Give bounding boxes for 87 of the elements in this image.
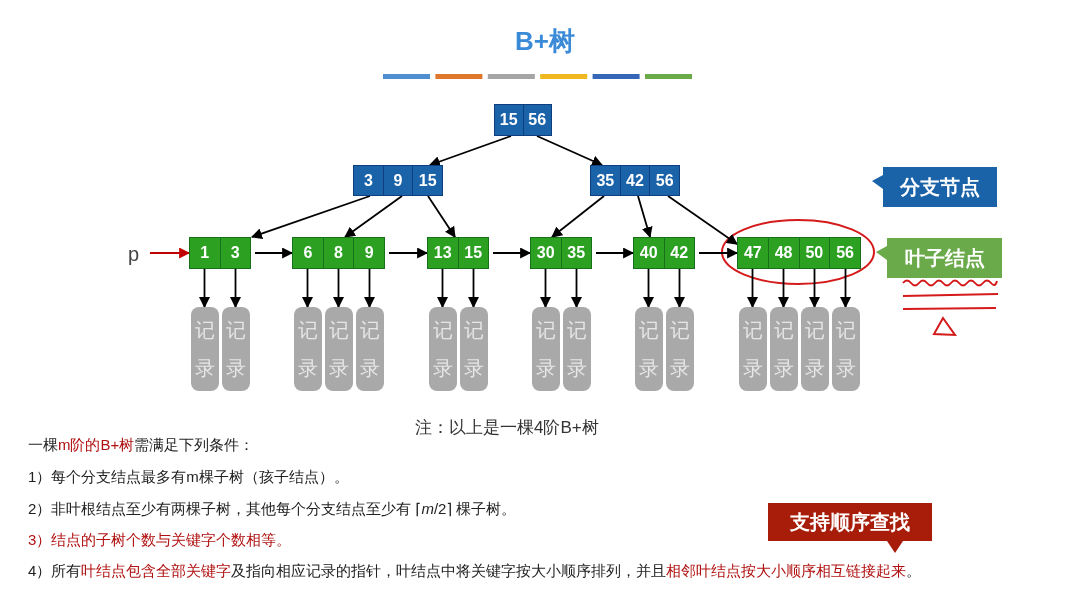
key-cell: 56 (649, 166, 679, 195)
arrow (643, 268, 654, 309)
key-cell: 15 (457, 238, 488, 268)
arrow (468, 268, 479, 309)
key-cell: 42 (619, 166, 650, 195)
key-cell-text: 6 (302, 243, 314, 263)
arrow (667, 195, 738, 245)
condition-heading: 一棵m阶的B+树需满足下列条件： (28, 436, 255, 455)
record-box: 记录 (459, 307, 488, 391)
tree-node (530, 237, 592, 269)
callout: 叶子结点 (874, 238, 1002, 278)
record-box: 记录 (531, 307, 560, 391)
arrow (388, 247, 429, 259)
key-cell: 56 (522, 105, 551, 135)
key-cell: 42 (663, 238, 694, 268)
arrow (428, 135, 512, 167)
tree-node (292, 237, 385, 269)
key-cell: 9 (382, 166, 413, 195)
record-box: 记录 (738, 307, 767, 391)
arrow (809, 268, 820, 309)
tree-node (189, 237, 251, 269)
arrow (427, 195, 456, 238)
arrow (674, 268, 685, 309)
key-cell-text: 3 (362, 170, 374, 191)
arrow (778, 268, 789, 309)
key-cell-text: 47 (742, 243, 763, 263)
key-cell: 15 (412, 166, 442, 195)
key-cell-text: 15 (498, 110, 519, 130)
key-cell: 35 (560, 238, 591, 268)
arrow (747, 268, 758, 309)
condition-text: 1）每个分支结点最多有m棵子树（孩子结点）。 (28, 468, 349, 487)
key-cell-text: 35 (595, 170, 616, 191)
arrow (254, 247, 294, 259)
arrow (199, 268, 210, 309)
record-box: 记录 (190, 307, 219, 391)
callout: 分支节点 (870, 167, 997, 207)
key-cell-text: 13 (432, 243, 453, 263)
key-cell-text: 1 (199, 243, 211, 263)
arrow (571, 268, 582, 309)
note: 注：以上是一棵4阶B+树 (415, 417, 599, 439)
key-cell-text: 30 (535, 243, 556, 263)
arrow (536, 135, 603, 166)
record-box: 记录 (634, 307, 663, 391)
record-box: 记录 (769, 307, 798, 391)
key-cell: 50 (798, 238, 830, 268)
arrow (250, 195, 371, 239)
arrow (149, 247, 191, 259)
key-cell: 48 (767, 238, 799, 268)
record-box: 记录 (324, 307, 353, 391)
record-box: 记录 (800, 307, 829, 391)
condition-text: 4）所有叶结点包含全部关键字及指向相应记录的指针，叶结点中将关键字按大小顺序排列，并且相邻叶结点按大小顺序相互链接起来。 (28, 562, 922, 581)
record-box: 记录 (293, 307, 322, 391)
record-box: 记录 (221, 307, 250, 391)
key-cell-text: 40 (638, 243, 659, 263)
arrow (637, 195, 653, 239)
record-box: 记录 (428, 307, 457, 391)
tree-node (353, 165, 443, 196)
tree-node (633, 237, 695, 269)
condition-text: 2）非叶根结点至少有两棵子树，其他每个分支结点至少有 ⌈m/2⌉ 棵子树。 (28, 500, 517, 519)
arrow (551, 195, 605, 238)
arrow (333, 268, 344, 309)
tree-node (427, 237, 489, 269)
title: B+树 (514, 25, 576, 58)
record-box: 记录 (831, 307, 860, 391)
tree-node (737, 237, 861, 269)
arrow (698, 247, 739, 259)
record-box: 记录 (665, 307, 694, 391)
arrow (540, 268, 551, 309)
key-cell: 9 (353, 238, 384, 268)
key-cell: 56 (829, 238, 860, 268)
callout: 支持顺序查找 (768, 503, 932, 553)
tree-node (590, 165, 680, 196)
arrow (364, 268, 375, 309)
arrow (595, 247, 635, 259)
record-box: 记录 (355, 307, 384, 391)
arrow (840, 268, 851, 309)
arrow (230, 268, 241, 309)
key-cell: 8 (322, 238, 354, 268)
record-box: 记录 (562, 307, 591, 391)
tree-node (494, 104, 552, 136)
arrow (492, 247, 532, 259)
arrow (344, 195, 403, 238)
pointer-label: p (128, 241, 146, 267)
key-cell: 3 (219, 238, 250, 268)
arrow (437, 268, 448, 309)
condition-text: 3）结点的子树个数与关键字个数相等。 (28, 531, 292, 550)
arrow (302, 268, 313, 309)
